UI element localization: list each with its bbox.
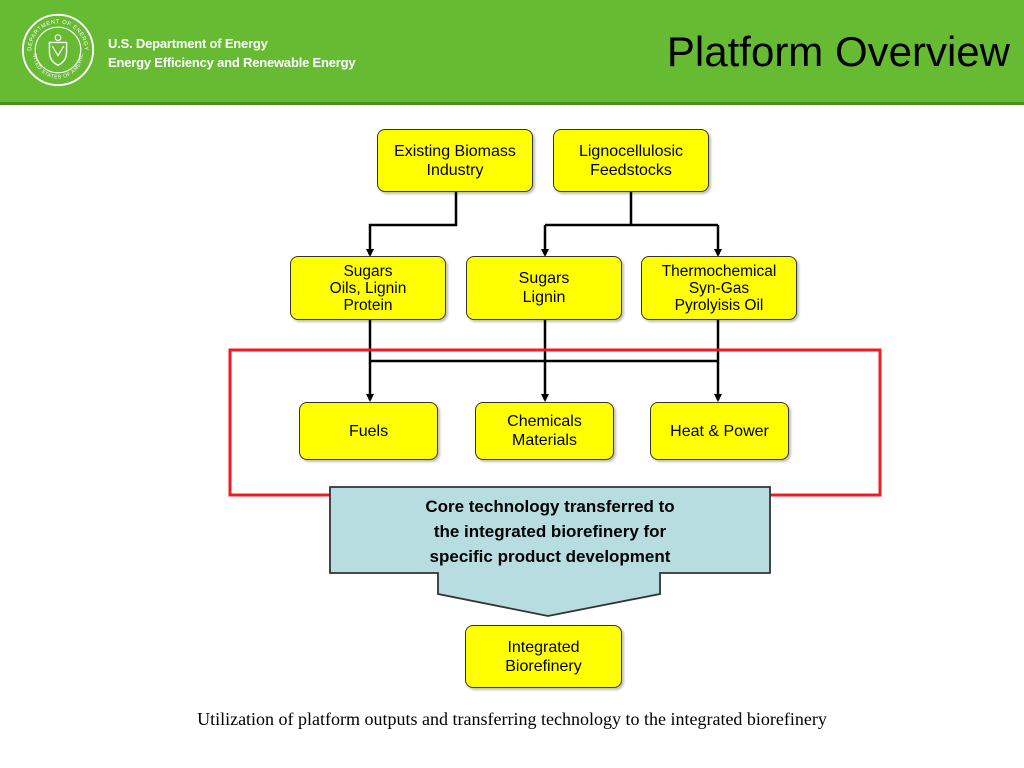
core-technology-label: Core technology transferred to the integ… <box>425 497 675 566</box>
platform-sugars-lignin: Sugars Lignin <box>466 256 622 320</box>
agency-name: U.S. Department of Energy Energy Efficie… <box>108 34 356 72</box>
connector-existing-to-platform <box>366 192 458 257</box>
platform-sugars-oils-lignin-protein: Sugars Oils, Lignin Protein <box>290 256 446 320</box>
slide-caption: Utilization of platform outputs and tran… <box>197 709 827 729</box>
box-label: Thermochemical Syn-Gas Pyrolyisis Oil <box>661 262 777 314</box>
source-existing-biomass-industry: Existing Biomass Industry <box>377 129 533 192</box>
box-label: Fuels <box>348 422 389 440</box>
product-fuels: Fuels <box>299 402 438 460</box>
box-label: Sugars Lignin <box>518 270 570 306</box>
box-label: Lignocellulosic Feedstocks <box>578 142 684 179</box>
product-heat-power: Heat & Power <box>650 402 789 460</box>
header-divider <box>0 102 1024 105</box>
connector-lignocellulosic-split <box>545 192 718 227</box>
doe-seal-icon: DEPARTMENT OF ENERGY UNITED STATES OF AM… <box>20 12 95 87</box>
box-label: Heat & Power <box>670 422 769 440</box>
box-label: Sugars Oils, Lignin Protein <box>329 262 407 314</box>
box-label: Integrated Biorefinery <box>505 638 582 675</box>
platform-thermochemical: Thermochemical Syn-Gas Pyrolyisis Oil <box>641 256 797 320</box>
source-lignocellulosic-feedstocks: Lignocellulosic Feedstocks <box>553 129 709 192</box>
header-band <box>0 0 1024 102</box>
core-technology-arrow <box>329 486 771 617</box>
product-chemicals-materials: Chemicals Materials <box>475 402 614 460</box>
agency-line-2: Energy Efficiency and Renewable Energy <box>108 55 356 70</box>
box-label: Chemicals Materials <box>507 413 582 449</box>
integrated-biorefinery-box: Integrated Biorefinery <box>465 625 622 688</box>
box-label: Existing Biomass Industry <box>394 142 516 179</box>
connector-platform-drops <box>368 320 720 361</box>
page-title: Platform Overview <box>666 28 1010 75</box>
agency-line-1: U.S. Department of Energy <box>108 36 268 51</box>
